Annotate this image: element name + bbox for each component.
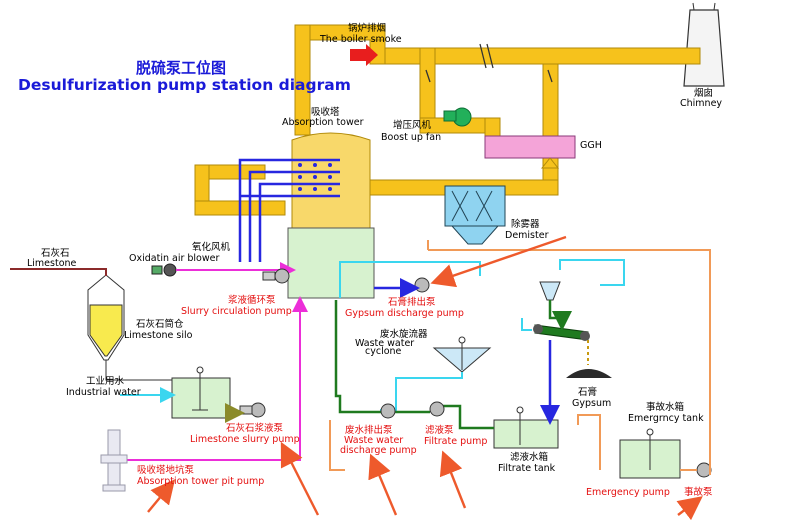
waste-discharge-pump-en-2: discharge pump [340, 445, 417, 456]
waste-cyclone-en-2: cyclone [365, 346, 402, 357]
filtrate-pump [429, 401, 445, 417]
limestone-slurry-pump-cn: 石灰石浆液泵 [226, 423, 284, 434]
gypsum-pile [566, 369, 612, 378]
ggh-box [484, 135, 576, 159]
emergency-pump-en: Emergency pump [586, 487, 670, 498]
waste-cyclone-cn: 废水旋流器 [380, 329, 428, 340]
limestone-en: Limestone [27, 258, 77, 269]
boiler-smoke-arrow [350, 44, 378, 66]
demister-cn: 除雾器 [511, 219, 540, 230]
chimney-en: Chimney [680, 98, 723, 109]
gypsum-en: Gypsum [572, 398, 612, 409]
limestone-cn: 石灰石 [41, 248, 70, 259]
ggh-label: GGH [580, 140, 602, 151]
diagram-title-en: Desulfurization pump station diagram [18, 76, 351, 94]
emergency-lines [329, 240, 711, 475]
hydrocyclone-underflow [548, 300, 572, 331]
emergency-tank-en: Emergrncy tank [628, 413, 704, 424]
filtrate-pump-cn: 滤液泵 [425, 425, 454, 436]
boiler-smoke-en: The boiler smoke [320, 34, 402, 45]
gypsum-discharge-pump [414, 277, 430, 293]
filtrate-tank-en: Filtrate tank [498, 463, 556, 474]
absorption-tower-en: Absorption tower [282, 117, 364, 128]
oxidation-blower [151, 263, 177, 277]
industrial-water-en: Industrial water [66, 387, 141, 398]
absorption-tower [287, 132, 375, 299]
limestone-feed-line [10, 268, 107, 276]
filtrate-pump-en: Filtrate pump [424, 436, 488, 447]
limestone-silo-cn: 石灰石筒仓 [136, 319, 184, 330]
demister-en: Demister [505, 230, 549, 241]
gypsum-discharge-pump-cn: 石膏排出泵 [388, 297, 436, 308]
waste-discharge-pump-cn: 废水排出泵 [345, 425, 393, 436]
waste-discharge-pump-en-1: Waste water [344, 435, 404, 446]
pit-pump-cn: 吸收塔地坑泵 [137, 465, 195, 476]
belt-filter [533, 324, 590, 365]
gypsum-hydrocyclone [539, 281, 561, 301]
waste-water-cyclone [432, 336, 492, 373]
limestone-slurry-pump-en: Limestone slurry pump [190, 434, 300, 445]
limestone-slurry-pump [239, 402, 266, 418]
filtrate-tank [493, 406, 559, 449]
industrial-water-cn: 工业用水 [86, 376, 125, 387]
waste-water-discharge-pump [380, 403, 396, 419]
pit-pump-en: Absorption tower pit pump [137, 476, 265, 487]
slurry-circ-pump-en: Slurry circulation pump [181, 306, 292, 317]
green-filtrate-lines [334, 300, 494, 430]
boost-fan-en: Boost up fan [381, 132, 442, 143]
gypsum-cn: 石膏 [578, 387, 598, 398]
waste-cyclone-en-1: Waste water [355, 338, 415, 349]
oxidation-blower-cn: 氧化风机 [192, 242, 231, 253]
emergency-pump [696, 462, 712, 478]
boost-fan-cn: 增压风机 [393, 120, 432, 131]
oxidation-blower-en: Oxidatin air blower [129, 253, 220, 264]
duct-breaks [425, 43, 553, 83]
absorption-tower-pit-pump [100, 429, 128, 492]
emergency-pump-cn: 事故泵 [684, 487, 713, 498]
absorption-tower-cn: 吸收塔 [311, 107, 340, 118]
spray-nozzles [298, 163, 332, 191]
emergency-tank [619, 428, 681, 479]
boost-fan [443, 107, 472, 127]
limestone-slurry-tank [171, 366, 231, 419]
boiler-smoke-cn: 锅炉排烟 [348, 23, 387, 34]
limestone-silo-en: Limestone silo [124, 330, 193, 341]
chimney-cn: 烟囱 [694, 88, 714, 99]
annotation-arrows [147, 235, 703, 520]
spray-headers [238, 158, 340, 262]
slurry-circ-pump-cn: 浆液循环泵 [228, 295, 276, 306]
limestone-silo [87, 274, 125, 372]
gypsum-discharge-pump-en: Gypsum discharge pump [345, 308, 464, 319]
emergency-tank-cn: 事故水箱 [646, 402, 685, 413]
chimney [683, 2, 725, 87]
diagram-title-cn: 脱硫泵工位图 [136, 59, 227, 77]
demister [444, 185, 506, 245]
filtrate-tank-cn: 滤液水箱 [510, 452, 549, 463]
silo-to-tank-line [105, 372, 172, 381]
slurry-circulation-pump [262, 268, 290, 284]
